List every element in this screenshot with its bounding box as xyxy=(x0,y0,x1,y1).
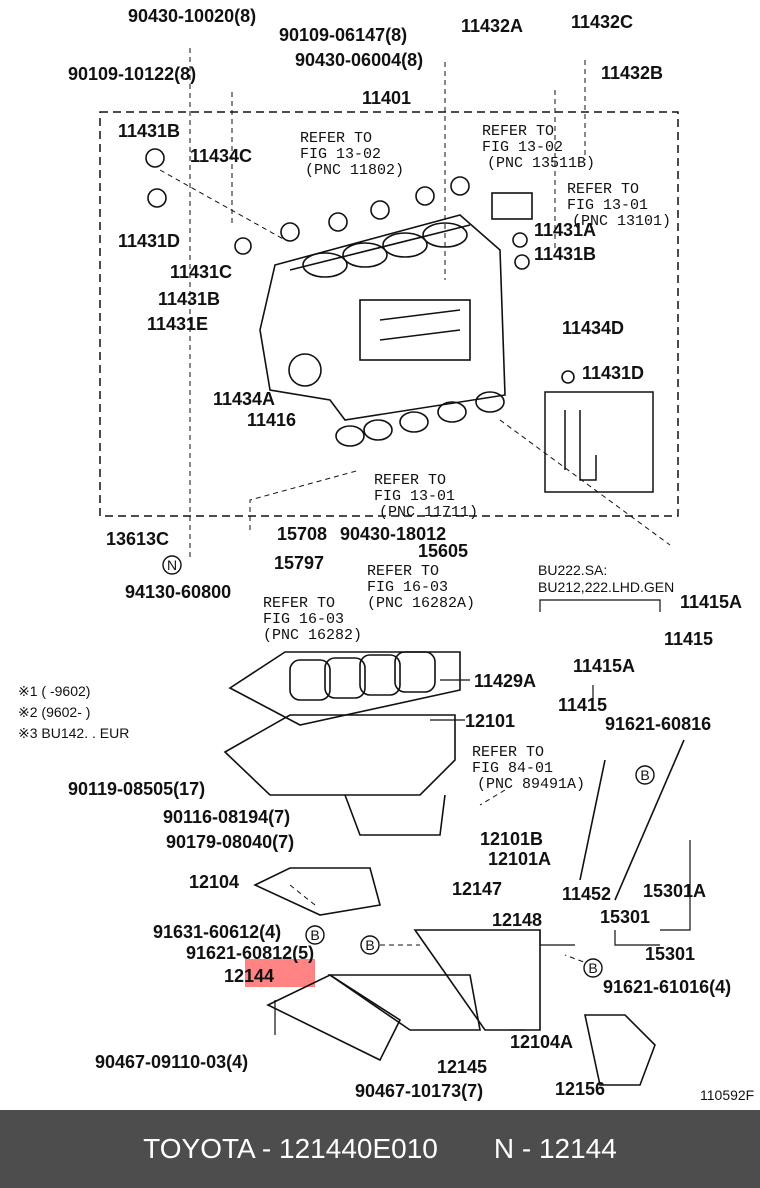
part-label[interactable]: 90109-10122(8) xyxy=(68,64,196,84)
part-label[interactable]: 91621-60812(5) xyxy=(186,943,314,963)
oil-pan-drawing xyxy=(223,651,685,1086)
part-label[interactable]: 12101 xyxy=(465,711,515,731)
part-label[interactable]: 15301 xyxy=(600,907,650,927)
part-label[interactable]: 11431A xyxy=(534,220,596,240)
part-label[interactable]: 11431D xyxy=(118,231,180,251)
b-symbol-4: B xyxy=(588,960,597,976)
part-label[interactable]: 90430-10020(8) xyxy=(128,6,256,26)
refer-text: FIG 13-02 xyxy=(482,139,563,156)
parts-diagram: N B B B B 90430-10020(8) 90109-10122(8) … xyxy=(18,6,755,1103)
refer-text: REFER TO xyxy=(472,744,544,761)
part-label[interactable]: 11431D xyxy=(582,363,644,383)
refer-text: (PNC 16282) xyxy=(263,627,362,644)
part-label[interactable]: 15708 xyxy=(277,524,327,544)
footer-part-number: TOYOTA - 121440E010 xyxy=(143,1133,438,1164)
part-label[interactable]: 90119-08505(17) xyxy=(68,779,205,799)
part-label[interactable]: 15605 xyxy=(418,541,468,561)
part-label[interactable]: 11432A xyxy=(461,16,523,36)
part-label[interactable]: 11434C xyxy=(190,146,252,166)
part-label[interactable]: 12101B xyxy=(480,829,543,849)
part-label[interactable]: 12104A xyxy=(510,1032,573,1052)
part-label[interactable]: 11431B xyxy=(534,244,596,264)
engine-block-drawing xyxy=(145,148,575,447)
circle-symbols xyxy=(162,555,655,978)
refer-text: FIG 13-01 xyxy=(374,488,455,505)
block-frame xyxy=(99,111,679,517)
part-label[interactable]: 90116-08194(7) xyxy=(163,807,290,827)
part-label[interactable]: 11434A xyxy=(213,389,275,409)
part-label[interactable]: 90467-09110-03(4) xyxy=(95,1052,248,1072)
figure-code: 110592F xyxy=(700,1087,754,1103)
part-label[interactable]: 90109-06147(8) xyxy=(279,25,407,45)
part-label[interactable]: 11432C xyxy=(571,12,633,32)
part-label[interactable]: 11431B xyxy=(158,289,220,309)
note-line: ※1 ( -9602) xyxy=(18,683,90,699)
part-label[interactable]: 12147 xyxy=(452,879,502,899)
part-label[interactable]: 11432B xyxy=(601,63,663,83)
part-label[interactable]: 11415 xyxy=(664,629,713,649)
part-label[interactable]: 12156 xyxy=(555,1079,605,1099)
part-label[interactable]: 11415A xyxy=(573,656,635,676)
refer-text: REFER TO xyxy=(567,181,639,198)
part-label[interactable]: 11401 xyxy=(362,88,411,108)
part-label[interactable]: 90467-10173(7) xyxy=(355,1081,483,1101)
part-label[interactable]: 11416 xyxy=(247,410,296,430)
part-label[interactable]: 90430-06004(8) xyxy=(295,50,423,70)
b-symbol-1: B xyxy=(640,767,649,783)
diagram-svg: N B B B B 90430-10020(8) 90109-10122(8) … xyxy=(18,6,754,1103)
part-label[interactable]: 11452 xyxy=(562,884,611,904)
refer-text: (PNC 11802) xyxy=(305,162,404,179)
refer-text: REFER TO xyxy=(300,130,372,147)
refer-text: (PNC 16282A) xyxy=(367,595,475,612)
part-label[interactable]: 91621-60816 xyxy=(605,714,711,734)
highlight-12144 xyxy=(245,959,315,987)
note-line: ※3 BU142. . EUR xyxy=(18,725,129,741)
refer-text: REFER TO xyxy=(482,123,554,140)
part-label[interactable]: 11415 xyxy=(558,695,607,715)
part-label[interactable]: 15301 xyxy=(645,944,695,964)
inset-box xyxy=(544,391,654,493)
footer-pnc: N - 12144 xyxy=(493,1133,617,1164)
leader-lines xyxy=(159,48,671,969)
part-label[interactable]: 12145 xyxy=(437,1057,487,1077)
refer-text: REFER TO xyxy=(374,472,446,489)
part-label[interactable]: 13613C xyxy=(106,529,169,549)
n-symbol: N xyxy=(167,557,177,573)
refer-text: FIG 16-03 xyxy=(263,611,344,628)
note-line: BU222.SA: xyxy=(538,562,607,578)
note-line: BU212,222.LHD.GEN xyxy=(538,579,674,595)
part-label[interactable]: 11415A xyxy=(680,592,742,612)
b-symbol-2: B xyxy=(310,927,319,943)
part-label[interactable]: 90430-18012 xyxy=(340,524,446,544)
part-label-12144[interactable]: 12144 xyxy=(224,966,274,986)
refer-text: REFER TO xyxy=(263,595,335,612)
refer-text: (PNC 13511B) xyxy=(487,155,595,172)
refer-text: FIG 16-03 xyxy=(367,579,448,596)
part-label[interactable]: 11431C xyxy=(170,262,232,282)
refer-text: FIG 13-02 xyxy=(300,146,381,163)
part-label[interactable]: 90179-08040(7) xyxy=(166,832,294,852)
part-label[interactable]: 94130-60800 xyxy=(125,582,231,602)
part-label[interactable]: 11431E xyxy=(147,314,208,334)
refer-text: FIG 13-01 xyxy=(567,197,648,214)
refer-text: (PNC 89491A) xyxy=(477,776,585,793)
footer-bar: TOYOTA - 121440E010 N - 12144 xyxy=(0,1110,760,1188)
note-line: ※2 (9602- ) xyxy=(18,704,90,720)
part-label[interactable]: 11431B xyxy=(118,121,180,141)
part-label[interactable]: 12148 xyxy=(492,910,542,930)
refer-text: FIG 84-01 xyxy=(472,760,553,777)
part-label[interactable]: 15301A xyxy=(643,881,706,901)
part-label[interactable]: 12101A xyxy=(488,849,551,869)
refer-text: (PNC 11711) xyxy=(379,504,478,521)
b-symbol-3: B xyxy=(365,937,374,953)
part-label[interactable]: 91621-61016(4) xyxy=(603,977,731,997)
refer-text: (PNC 13101) xyxy=(572,213,671,230)
part-label[interactable]: 11429A xyxy=(474,671,536,691)
part-label[interactable]: 15797 xyxy=(274,553,324,573)
refer-text: REFER TO xyxy=(367,563,439,580)
part-label[interactable]: 91631-60612(4) xyxy=(153,922,281,942)
part-label[interactable]: 11434D xyxy=(562,318,624,338)
part-label[interactable]: 12104 xyxy=(189,872,239,892)
